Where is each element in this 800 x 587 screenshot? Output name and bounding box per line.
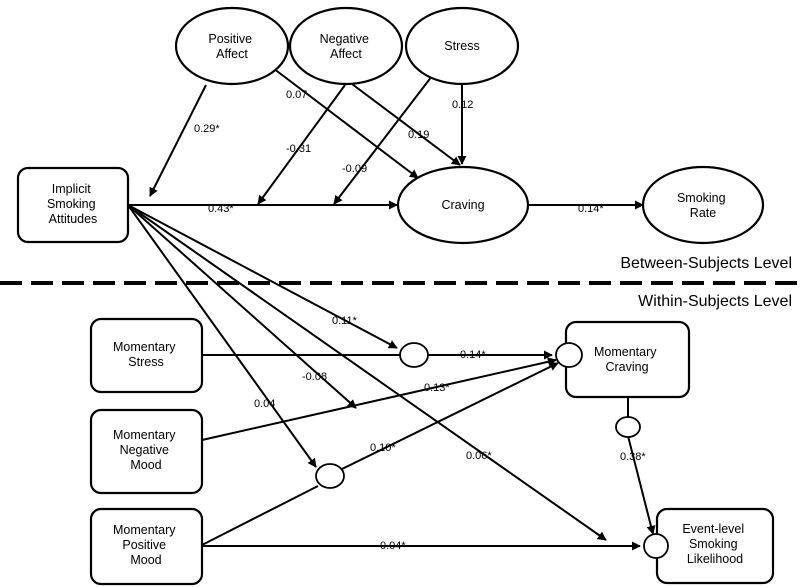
node-label-line: Craving [605, 360, 648, 374]
moderator-circle-event-input [643, 533, 669, 559]
path-implicit-to-positive-moderator [127, 204, 317, 468]
paths [127, 61, 656, 551]
path-implicit-to-negative-moderator [127, 204, 357, 409]
coef-mcraving-event: 0.38* [620, 451, 646, 463]
coef-isa-mstress: 0.11* [332, 315, 358, 327]
svg-text:Positive Affect: Positive Affect [208, 32, 255, 61]
path-moderator-to-momentary-craving-2 [341, 362, 559, 470]
node-label-line: Mood [130, 553, 161, 567]
coef-mpos-mcraving: 0.10* [370, 442, 396, 454]
path-momentary-positive-to-moderator [201, 485, 319, 546]
node-stress: Stress [404, 6, 520, 86]
coef-craving-rate: 0.14* [578, 203, 604, 215]
node-label-line: Mood [130, 458, 161, 472]
node-momentary-stress: Momentary Stress [89, 317, 204, 394]
node-positive-affect: Positive Affect [174, 6, 290, 86]
coef-isa-mneg: -0.08 [302, 371, 327, 383]
svg-text:Event-level Smoking: Event-level Smoking Likelihood [682, 522, 747, 566]
node-label-line: Positive [122, 538, 166, 552]
node-label-line: Stress [128, 355, 163, 369]
svg-text:Momentary Craving: Momentary Craving [594, 345, 660, 374]
node-label-line: Smoking [47, 197, 96, 211]
path-moderator-to-event [627, 435, 656, 535]
node-craving: Craving [396, 165, 530, 245]
coef-isa-mpos: 0.04 [254, 398, 275, 410]
node-label-line: Likelihood [687, 552, 743, 566]
node-event-level-smoking-likelihood: Event-level Smoking Likelihood [655, 507, 775, 585]
node-label-line: Smoking [677, 191, 726, 205]
node-momentary-craving: Momentary Craving [564, 320, 691, 399]
node-label-line: Momentary [113, 340, 176, 354]
node-label-line: Craving [441, 198, 484, 212]
path-negative-affect-to-isa-craving [257, 84, 346, 205]
coef-pa-craving: 0.07 [286, 89, 307, 101]
moderator-circle-craving-input [555, 342, 583, 368]
svg-text:Craving: Craving [441, 198, 484, 212]
coef-na-path: -0.31 [286, 143, 311, 155]
node-label-line: Affect [216, 47, 248, 61]
svg-text:Smoking Rate: Smoking Rate [677, 191, 729, 220]
coef-stress-craving: 0.12 [452, 99, 473, 111]
svg-text:Negative Affect: Negative Affect [320, 32, 373, 61]
svg-text:Momentary Negative: Momentary Negative Mood [113, 428, 179, 472]
node-label-line: Affect [330, 47, 362, 61]
svg-text:Momentary Positive: Momentary Positive Mood [113, 523, 179, 567]
coef-mneg-mcraving: 0.13* [424, 382, 450, 394]
path-implicit-to-stress-moderator [127, 204, 398, 349]
node-label-line: Implicit [52, 182, 91, 196]
node-label-line: Event-level [682, 522, 744, 536]
node-momentary-positive-mood: Momentary Positive Mood [89, 507, 204, 586]
node-label-line: Momentary [113, 523, 176, 537]
path-positive-affect-to-craving [264, 61, 419, 179]
path-implicit-to-event-moderator [127, 204, 607, 541]
coef-isa-craving: 0.43* [208, 203, 234, 215]
node-momentary-negative-mood: Momentary Negative Mood [89, 408, 204, 495]
node-label-line: Momentary [594, 345, 657, 359]
coef-mpos-event: 0.04* [380, 540, 406, 552]
node-label-line: Negative [120, 443, 169, 457]
svg-text:Momentary Stress: Momentary Stress [113, 340, 179, 369]
coef-na-craving: 0.19 [408, 129, 429, 141]
path-negative-affect-to-craving [351, 83, 461, 166]
moderator-circle-positive [315, 463, 345, 489]
path-stress-to-isa-craving [333, 75, 433, 205]
node-label-line: Positive [208, 32, 252, 46]
svg-text:Stress: Stress [444, 39, 479, 53]
node-label-line: Negative [320, 32, 369, 46]
moderator-circle-stress [399, 342, 429, 368]
coef-stress-path: -0.09 [342, 163, 367, 175]
node-label-line: Attitudes [49, 212, 98, 226]
coef-pa-isa: 0.29* [194, 123, 220, 135]
within-level-label: Within-Subjects Level [638, 293, 792, 310]
moderator-circles [315, 342, 669, 559]
coef-isa-event: 0.06* [466, 450, 492, 462]
between-level-label: Between-Subjects Level [620, 255, 792, 272]
moderator-circle-craving-output [615, 416, 641, 438]
path-positive-affect-to-implicit [149, 84, 207, 197]
node-label-line: Rate [690, 206, 716, 220]
node-smoking-rate: Smoking Rate [641, 165, 765, 245]
coefficients: 0.29* 0.07 0.19 0.12 -0.31 -0.09 0.43* 0… [194, 89, 646, 552]
svg-text:Implicit Smoking A: Implicit Smoking Attitudes [47, 182, 99, 226]
node-label-line: Momentary [113, 428, 176, 442]
node-implicit-smoking-attitudes: Implicit Smoking Attitudes [16, 166, 130, 244]
coef-mstress-mcraving: 0.14* [460, 349, 486, 361]
node-negative-affect: Negative Affect [288, 6, 404, 86]
node-label-line: Smoking [689, 537, 738, 551]
node-label-line: Stress [444, 39, 479, 53]
path-momentary-negative-to-craving [201, 357, 557, 441]
